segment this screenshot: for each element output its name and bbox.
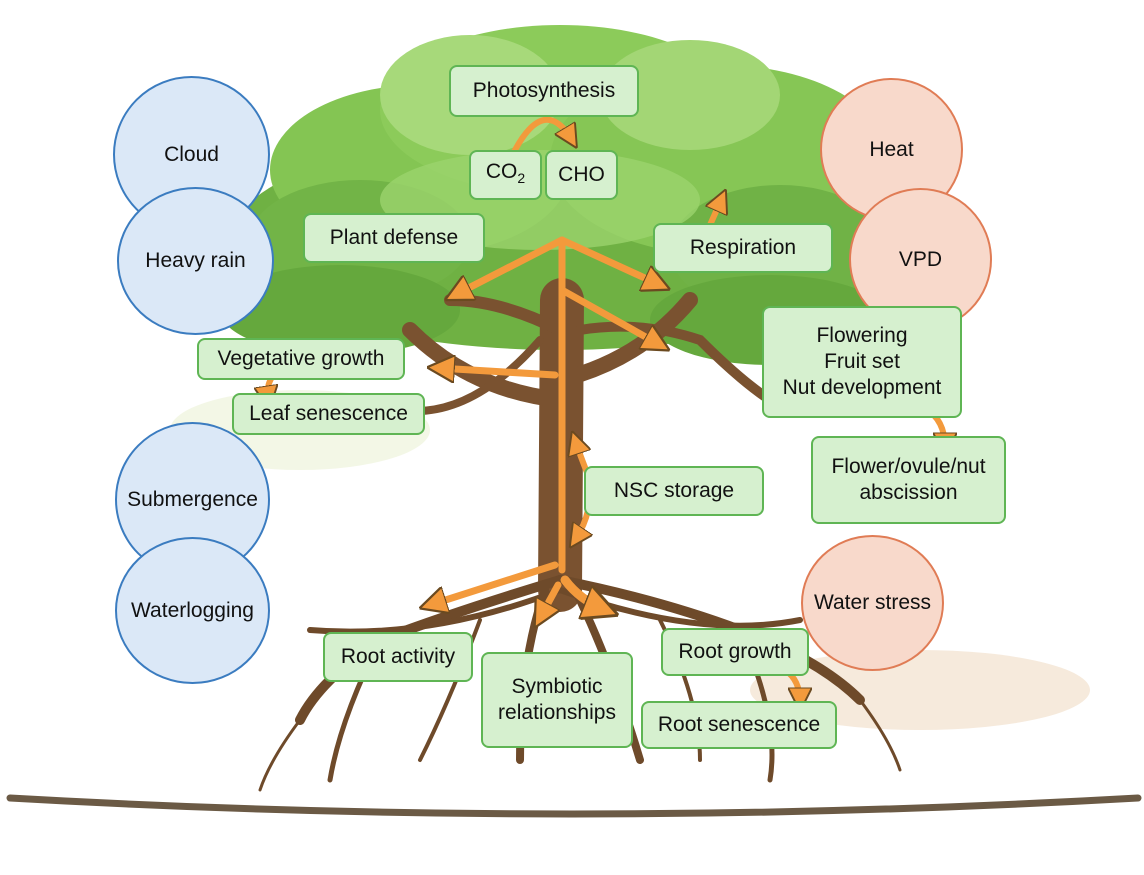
root-activity-label: Root activity — [340, 645, 456, 668]
flow-arrows — [268, 117, 946, 702]
photosynthesis-label: Photosynthesis — [472, 79, 616, 102]
abscission-label-line2: abscission — [859, 481, 958, 504]
heat-label: Heat — [869, 137, 914, 161]
water-stress-label: Water stress — [813, 591, 932, 614]
cloud-label: Cloud — [164, 142, 219, 166]
flowering-box: Flowering Fruit set Nut development — [762, 306, 962, 418]
respiration-label: Respiration — [689, 236, 797, 259]
plant-defense-label: Plant defense — [329, 226, 459, 249]
water-stress-circle: Water stress — [801, 535, 944, 671]
vegetative-growth-box: Vegetative growth — [197, 338, 405, 380]
fruit-set-label: Fruit set — [824, 350, 900, 373]
root-growth-label: Root growth — [678, 640, 792, 663]
root-senescence-label: Root senescence — [657, 713, 821, 736]
co2-box: CO2 — [469, 150, 542, 200]
abscission-label-line1: Flower/ovule/nut — [831, 455, 986, 478]
leaf-senescence-label: Leaf senescence — [249, 402, 408, 425]
leaf-senescence-box: Leaf senescence — [232, 393, 425, 435]
heavy-rain-circle: Heavy rain — [117, 187, 274, 335]
root-senescence-box: Root senescence — [641, 701, 837, 749]
vpd-label: VPD — [898, 247, 943, 271]
root-growth-box: Root growth — [661, 628, 809, 676]
submergence-label: Submergence — [127, 487, 258, 511]
vegetative-growth-label: Vegetative growth — [217, 347, 385, 370]
flowering-label: Flowering — [816, 324, 908, 347]
nut-development-label: Nut development — [782, 376, 942, 399]
photosynthesis-box: Photosynthesis — [449, 65, 639, 117]
cho-box: CHO — [545, 150, 618, 200]
co2-label: CO2 — [485, 159, 526, 187]
nsc-storage-label: NSC storage — [613, 479, 735, 502]
heavy-rain-label: Heavy rain — [145, 249, 246, 272]
root-activity-box: Root activity — [323, 632, 473, 682]
symbiotic-label-line2: relationships — [498, 701, 616, 724]
horizon-line — [6, 794, 1142, 818]
waterlogging-circle: Waterlogging — [115, 537, 270, 684]
abscission-box: Flower/ovule/nut abscission — [811, 436, 1006, 524]
waterlogging-label: Waterlogging — [131, 598, 254, 622]
plant-defense-box: Plant defense — [303, 213, 485, 263]
nsc-storage-box: NSC storage — [584, 466, 764, 516]
respiration-box: Respiration — [653, 223, 833, 273]
cho-label: CHO — [558, 163, 605, 186]
symbiotic-box: Symbiotic relationships — [481, 652, 633, 748]
symbiotic-label-line1: Symbiotic — [511, 675, 603, 698]
